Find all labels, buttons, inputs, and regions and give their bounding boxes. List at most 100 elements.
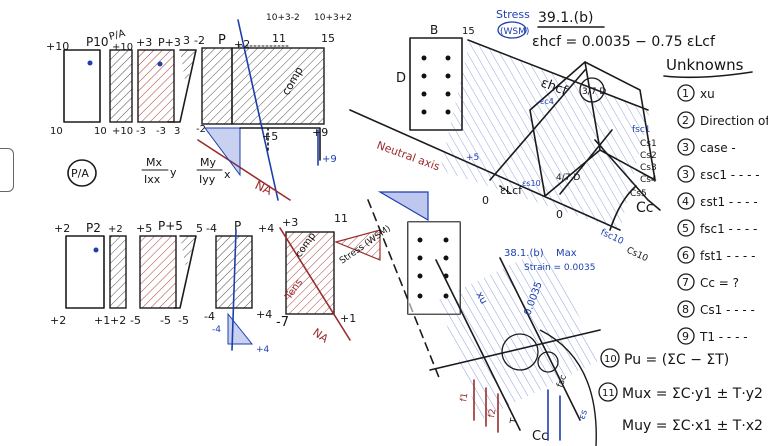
bl-b-plus1: +1 bbox=[94, 314, 110, 327]
blue-wedge-2 bbox=[227, 312, 254, 345]
load-point-3 bbox=[93, 247, 99, 253]
equation-text: Mux = ΣC·y1 ± T·y2 bbox=[622, 386, 763, 402]
calc-1: 10+3-2 bbox=[266, 13, 300, 23]
term-my: My bbox=[200, 156, 216, 169]
label-cs1: Cs1 bbox=[640, 139, 657, 149]
label-cs3: Cs3 bbox=[640, 163, 657, 173]
equation-number: 10 bbox=[604, 354, 617, 365]
br-max: Max bbox=[556, 248, 577, 259]
load-point bbox=[87, 60, 93, 66]
bl-label-p: P bbox=[234, 219, 241, 233]
br-f2: f2 bbox=[487, 408, 498, 419]
stress-curve bbox=[539, 329, 597, 446]
bl-b-plus1: +1 bbox=[340, 312, 356, 325]
label-p10: P10 bbox=[86, 35, 109, 49]
bl-b-minus7: -7 bbox=[276, 315, 289, 330]
force-arrows bbox=[473, 379, 561, 441]
bar-circle bbox=[501, 333, 539, 371]
load-point-2 bbox=[157, 61, 163, 67]
uniform-stress-block bbox=[109, 49, 133, 123]
label-fsc10: fsc10 bbox=[599, 228, 625, 247]
label-plus2: +2 bbox=[234, 38, 250, 51]
resultant-block-2 bbox=[285, 231, 335, 315]
unknown-number-circle bbox=[677, 192, 695, 210]
note-plus5: +5 bbox=[466, 153, 479, 163]
label-p-over-a: P/A bbox=[108, 28, 127, 43]
triangle-hatch bbox=[180, 50, 196, 86]
stress-quad-2 bbox=[584, 61, 656, 181]
unknown-item-text: T1 - - - - bbox=[699, 330, 748, 344]
label-bplus9: +9 bbox=[312, 126, 328, 139]
br-es: εs bbox=[577, 408, 590, 421]
unknown-number-circle bbox=[677, 273, 695, 291]
top-left-labels: +10 P10 P/A +10 +3 P+3 3 -2 P +2 11 15 1… bbox=[46, 13, 352, 198]
note-ec4: εc4 bbox=[540, 97, 554, 106]
bl-label-5: 5 bbox=[196, 222, 203, 235]
calc-2: 10+3+2 bbox=[314, 13, 352, 23]
unknown-item-text: fsc1 - - - - bbox=[700, 222, 757, 236]
unknown-number-circle bbox=[677, 327, 695, 345]
label-bminus3b: -3 bbox=[156, 126, 166, 137]
section-p2 bbox=[65, 235, 105, 309]
bl-label-11: 11 bbox=[334, 212, 348, 225]
label-minus2: -2 bbox=[194, 34, 205, 47]
unknown-number: 5 bbox=[682, 222, 689, 235]
bottom-left-diagrams bbox=[65, 191, 441, 381]
equation-number-circle bbox=[600, 348, 620, 368]
top-left-diagrams bbox=[63, 19, 325, 201]
label-bplus10: +10 bbox=[112, 126, 133, 137]
label-na: NA bbox=[253, 178, 275, 198]
label-plus10: +10 bbox=[46, 40, 69, 53]
strain-diagonal-2 bbox=[559, 129, 613, 195]
unknown-number-circle bbox=[677, 219, 695, 237]
label-cs5: Cs5 bbox=[630, 189, 647, 199]
br-strain: Strain = 0.0035 bbox=[524, 263, 595, 273]
stress-formula: P/A Mx Ixx y My Iyy x bbox=[67, 156, 231, 187]
br-cc: Cc bbox=[532, 429, 548, 444]
label-bminus2: -2 bbox=[196, 124, 206, 135]
unknown-number: 8 bbox=[682, 303, 689, 316]
label-cs4: Cs4 bbox=[640, 175, 657, 185]
term-iyy: Iyy bbox=[199, 173, 216, 186]
label-zero-2: 0 bbox=[556, 208, 563, 221]
bottom-axis-2 bbox=[499, 257, 581, 421]
pa-circle bbox=[67, 159, 97, 187]
bl-label-plus2: +2 bbox=[54, 222, 70, 235]
unknown-number: 7 bbox=[682, 276, 689, 289]
unknown-number-circle bbox=[677, 138, 695, 156]
label-b10b: 10 bbox=[94, 126, 107, 137]
blue-stress-wedge bbox=[204, 127, 241, 177]
label-cs10: Cs10 bbox=[625, 246, 650, 265]
unknown-number-circle bbox=[677, 84, 695, 102]
blue-vertical-2 bbox=[231, 229, 237, 351]
bottom-axis-1 bbox=[435, 259, 521, 431]
dashed-axis bbox=[367, 199, 441, 381]
term-y: y bbox=[170, 166, 177, 179]
label-p-plus3: P+3 bbox=[158, 36, 181, 49]
unknown-number: 4 bbox=[682, 195, 689, 208]
unknown-number-circle bbox=[677, 111, 695, 129]
section-p-a bbox=[63, 49, 101, 123]
label-elcf: εLcf bbox=[500, 184, 523, 197]
note-es10: εs10 bbox=[522, 179, 541, 188]
dash-marker bbox=[499, 185, 511, 194]
term-ixx: Ixx bbox=[144, 173, 161, 186]
term-mx: Mx bbox=[146, 156, 162, 169]
bar-circle-2 bbox=[537, 351, 559, 373]
term-pa: P/A bbox=[71, 167, 89, 180]
label-15: 15 bbox=[321, 32, 335, 45]
bl-b-plus2: +2 bbox=[110, 314, 126, 327]
unknown-number-circle bbox=[677, 246, 695, 264]
neutral-axis-2 bbox=[279, 227, 351, 341]
label-b3: 3 bbox=[174, 126, 180, 137]
unknown-number: 3 bbox=[682, 141, 689, 154]
title-underline bbox=[663, 71, 753, 79]
br-xu: xu bbox=[473, 290, 489, 306]
bl-b-plus4: +4 bbox=[256, 308, 272, 321]
unknown-item-text: Cs1 - - - - bbox=[700, 303, 755, 317]
br-f1: f1 bbox=[459, 392, 470, 403]
unknown-item-text: fst1 - - - - bbox=[700, 249, 755, 263]
unknown-item-text: Cc = ? bbox=[700, 276, 739, 290]
bl-b-minus5b: -5 bbox=[160, 314, 171, 327]
